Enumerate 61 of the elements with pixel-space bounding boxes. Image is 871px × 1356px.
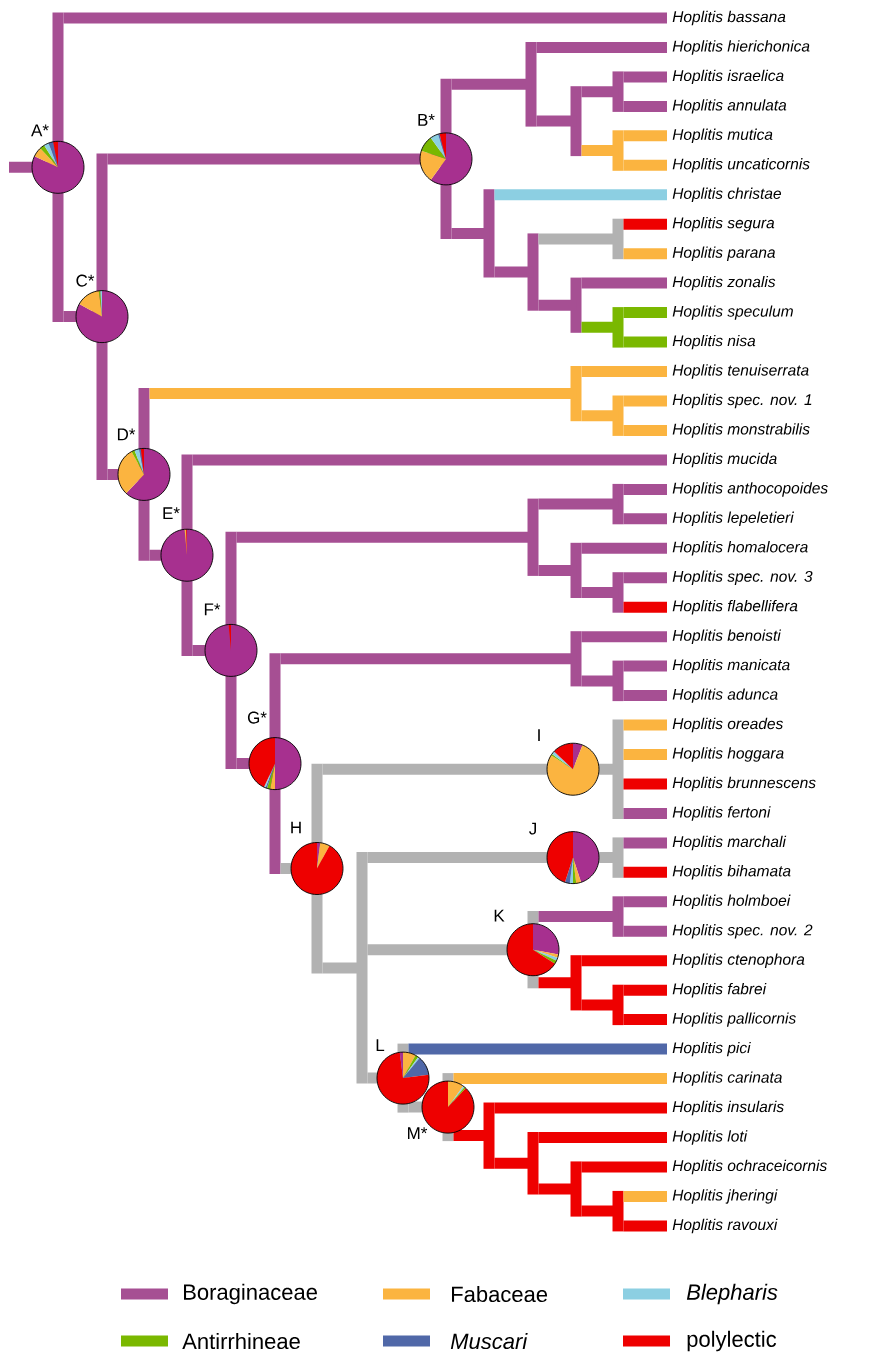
- species-label: Hoplitis segura: [672, 217, 775, 232]
- species-label: Hoplitis marchali: [672, 835, 787, 851]
- node-label: J: [529, 822, 536, 835]
- species-label: Hoplitis oreades: [672, 717, 783, 733]
- species-label: Hoplitis pallicornis: [672, 1012, 796, 1027]
- species-label: Hoplitis loti: [672, 1130, 748, 1145]
- node-label: E*: [163, 507, 180, 520]
- legend-label: Blepharis: [686, 1283, 778, 1305]
- species-label: Hoplitis ravouxi: [672, 1218, 778, 1234]
- species-label: Hoplitis annulata: [672, 99, 787, 114]
- legend-label: Muscari: [450, 1332, 528, 1350]
- species-label: Hoplitis benoisti: [672, 629, 782, 644]
- species-label: Hoplitis bassana: [672, 10, 786, 26]
- species-label: Hoplitis mutica: [672, 128, 773, 143]
- node-label: L: [376, 1039, 385, 1051]
- node-label: A*: [31, 124, 49, 137]
- species-label: Hoplitis manicata: [672, 658, 790, 674]
- node-label: H: [291, 821, 301, 834]
- species-label: Hoplitis jheringi: [672, 1189, 778, 1204]
- species-label: Hoplitis lepeletieri: [672, 511, 794, 527]
- species-label: Hoplitis insularis: [672, 1100, 784, 1116]
- species-label: Hoplitis nisa: [672, 334, 756, 350]
- species-label: Hoplitis anthocopoides: [672, 482, 828, 497]
- node-label: K: [494, 909, 505, 922]
- species-label: Hoplitis homalocera: [672, 541, 808, 556]
- species-label: Hoplitis holmboei: [672, 894, 791, 910]
- legend-label: Antirrhineae: [182, 1332, 300, 1350]
- species-label: Hoplitis pici: [672, 1041, 751, 1057]
- species-label: Hoplitis carinata: [672, 1071, 782, 1086]
- species-label: Hoplitis spec. nov. 2: [672, 924, 813, 939]
- species-label: Hoplitis fertoni: [672, 806, 771, 821]
- species-label: Hoplitis ochraceicornis: [672, 1159, 827, 1175]
- species-label: Hoplitis adunca: [672, 688, 778, 703]
- species-label: Hoplitis monstrabilis: [672, 423, 810, 438]
- species-label: Hoplitis brunnescens: [672, 776, 816, 792]
- species-label: Hoplitis uncaticornis: [672, 158, 810, 173]
- node-label: F*: [204, 603, 221, 616]
- species-label: Hoplitis hierichonica: [672, 40, 810, 55]
- legend-label: Fabaceae: [452, 1285, 548, 1303]
- species-label: Hoplitis christae: [672, 187, 781, 203]
- species-label: Hoplitis bihamata: [672, 865, 791, 880]
- species-label: Hoplitis flabellifera: [672, 600, 798, 615]
- legend-label: Boraginaceae: [184, 1283, 317, 1305]
- species-label: Hoplitis tenuiserrata: [672, 364, 809, 379]
- node-label: M*: [408, 1127, 428, 1139]
- node-label: D*: [117, 428, 136, 441]
- species-label: Hoplitis mucida: [672, 452, 777, 468]
- species-label: Hoplitis parana: [672, 246, 776, 261]
- species-label: Hoplitis ctenophora: [672, 953, 805, 968]
- node-label: C*: [76, 274, 95, 287]
- species-label: Hoplitis speculum: [672, 305, 793, 320]
- species-label: Hoplitis hoggara: [672, 747, 784, 762]
- species-label: Hoplitis spec. nov. 3: [672, 570, 813, 585]
- node-label: I: [538, 729, 540, 742]
- species-label: Hoplitis spec. nov. 1: [672, 393, 812, 409]
- species-label: Hoplitis zonalis: [672, 275, 776, 291]
- species-label: Hoplitis israelica: [672, 69, 784, 85]
- species-label: Hoplitis fabrei: [672, 983, 767, 998]
- node-label: G*: [247, 711, 267, 724]
- legend-label: polylectic: [687, 1330, 777, 1352]
- node-label: B*: [418, 114, 435, 126]
